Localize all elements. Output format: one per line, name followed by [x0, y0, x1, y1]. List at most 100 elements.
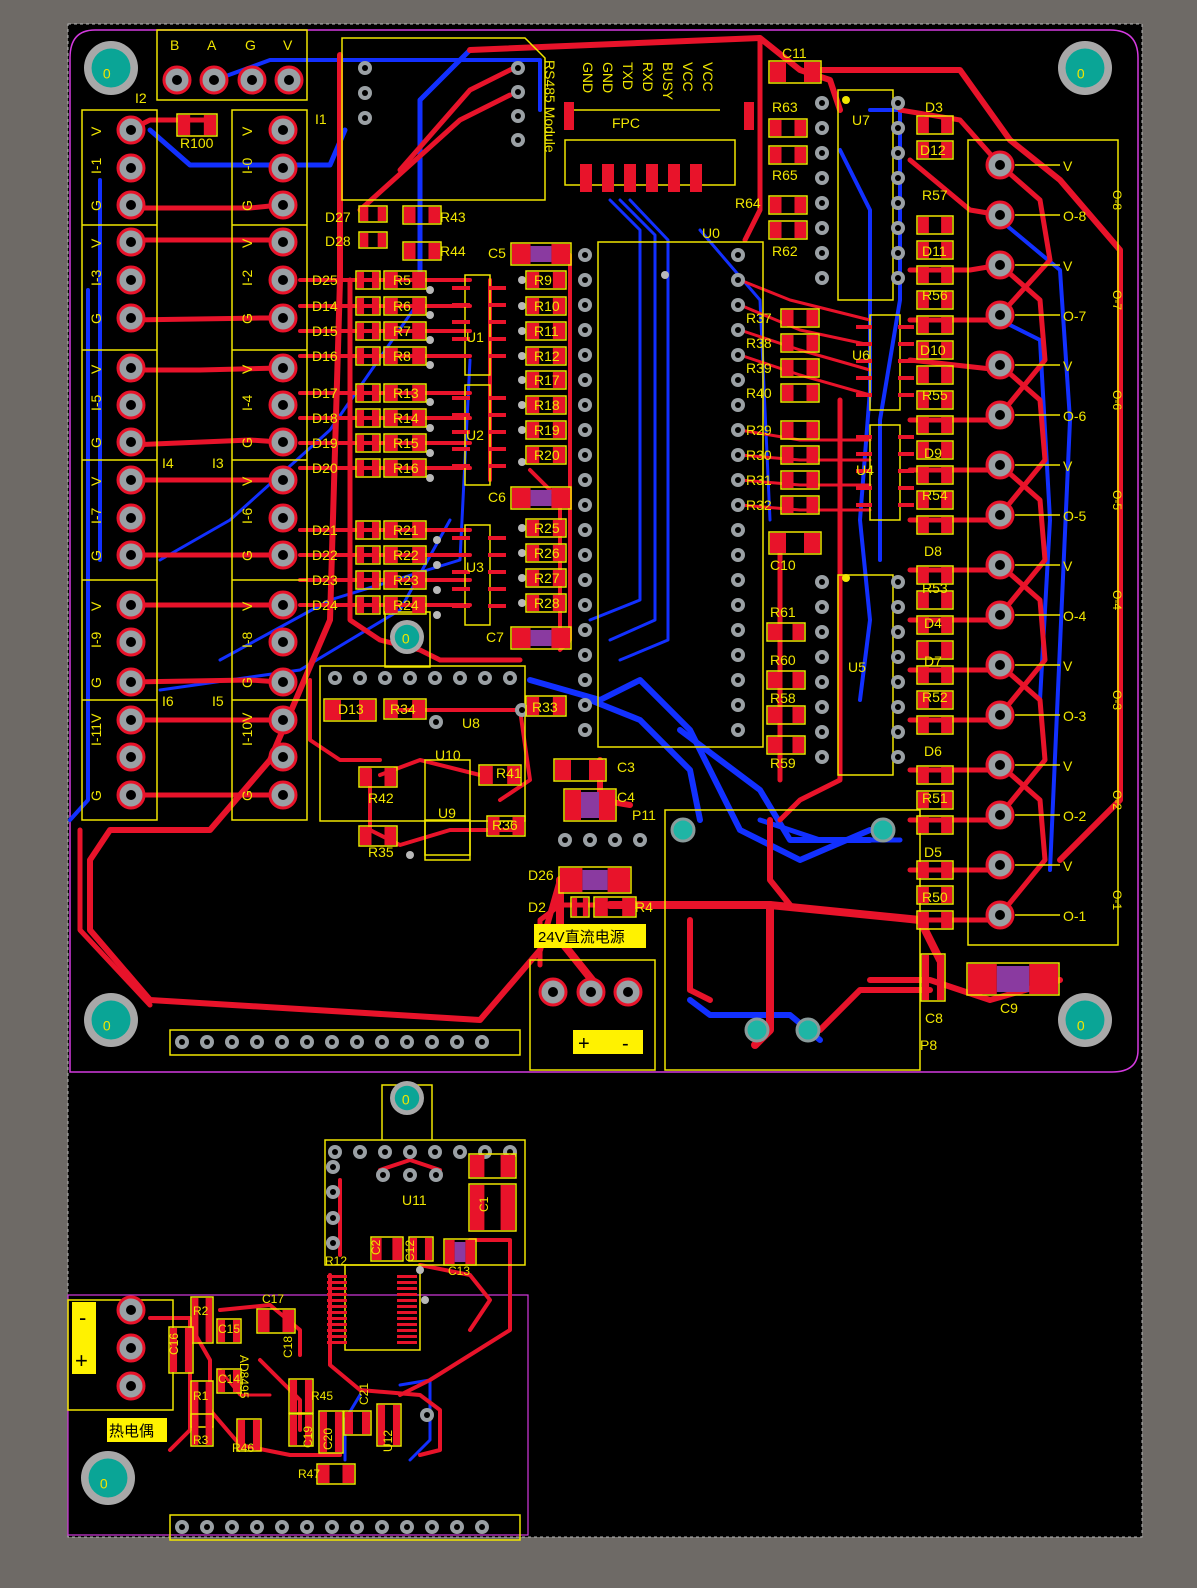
out-part-pad-b	[941, 142, 952, 158]
out-part-pad-a	[918, 667, 929, 683]
bottom-header-pin-drill	[254, 1524, 260, 1530]
input-screw-right-hole	[278, 275, 288, 285]
diode-pad-b	[371, 522, 379, 538]
ic-lead	[397, 1341, 417, 1344]
thermocouple-screw-hole	[126, 1305, 136, 1315]
mcu-pin-right-drill	[735, 577, 741, 583]
mount-hole	[88, 1458, 128, 1498]
resistor-outline	[766, 670, 806, 690]
c1-pad-a	[470, 1185, 485, 1230]
out-part-pad-b	[941, 442, 952, 458]
u4-lead	[856, 435, 872, 439]
input-label-right: G	[239, 550, 255, 561]
resistor-outline	[383, 520, 427, 540]
mount-hole	[394, 624, 420, 650]
mcu-pin-left-drill	[582, 602, 588, 608]
module-pin-label: VCC	[680, 62, 696, 92]
diode-pad-a	[357, 348, 365, 364]
part-ref: D13	[338, 701, 364, 717]
part-ref: R100	[180, 135, 214, 151]
resistor-ref: R13	[393, 385, 419, 401]
large-pad	[670, 817, 696, 843]
bottom-header-pin-drill	[229, 1039, 235, 1045]
d27-outline	[358, 205, 388, 223]
resistor-pad-b	[552, 422, 565, 438]
mcu-pin-right-drill	[735, 302, 741, 308]
mcu-pin-left-drill	[582, 427, 588, 433]
mount-hole	[91, 48, 131, 88]
input-label-right: I-8	[239, 631, 255, 648]
d26-pad-b	[607, 868, 630, 892]
diode-ref: D16	[312, 348, 338, 364]
part-ref: C15	[218, 1322, 240, 1336]
r41-pad-b	[507, 766, 520, 784]
part-ref: R46	[232, 1441, 254, 1455]
c1-outline	[468, 1183, 517, 1232]
resistor-pad-a	[385, 298, 398, 314]
input-screw-left-hole	[126, 400, 136, 410]
label-p11: P11	[632, 807, 656, 823]
resistor-pad-b	[792, 624, 804, 640]
resistor-pad-a	[385, 272, 398, 288]
r35-pad-a	[360, 827, 372, 845]
part-ref: R35	[368, 844, 394, 860]
resistor-ref: R18	[534, 397, 560, 413]
r41-outline	[478, 764, 522, 786]
part-ref: C20	[321, 1428, 335, 1450]
resistor-ref: R21	[393, 522, 419, 538]
u5-pin-left-drill	[819, 629, 825, 635]
fpc-pad	[580, 164, 592, 192]
input-screw-left-hole	[126, 363, 136, 373]
output-group-label: O-4	[1110, 590, 1124, 610]
r44-outline	[402, 241, 442, 261]
input-label-right: V	[239, 601, 255, 611]
u6-lead	[898, 342, 914, 346]
rs485-pin-drill	[515, 65, 521, 71]
resistor-outline	[383, 433, 427, 453]
mcu-pin-left-drill	[582, 627, 588, 633]
c8-pad-a	[922, 955, 930, 1000]
u2-lead	[452, 396, 470, 400]
part-ref: R2	[193, 1304, 209, 1318]
c3-pad-a	[555, 760, 571, 780]
r46-outline	[236, 1418, 262, 1452]
input-label-right: G	[239, 790, 255, 801]
r47-outline	[316, 1463, 356, 1485]
rs485-pin-left-drill	[362, 115, 368, 121]
small-via	[426, 336, 434, 344]
u11-pin-drill	[433, 1172, 439, 1178]
resistor-pad-b	[794, 120, 806, 136]
via-drill	[519, 707, 525, 713]
small-via	[518, 549, 526, 557]
part-ref: R36	[492, 817, 518, 833]
mcu-pin-right-drill	[735, 602, 741, 608]
out-part-outline	[916, 490, 954, 510]
module-pin-label: TXD	[620, 62, 636, 90]
resistor-ref: R10	[534, 298, 560, 314]
output-screw-hole	[995, 560, 1005, 570]
bottom-header-pin-drill	[404, 1039, 410, 1045]
bottom-header-pin-drill	[204, 1039, 210, 1045]
power-label-bg	[534, 924, 646, 948]
diode-pad-b	[371, 435, 379, 451]
output-screw-hole	[995, 610, 1005, 620]
d2-pad-b	[582, 898, 588, 916]
part-ref: D27	[325, 209, 351, 225]
part-ref: R43	[440, 209, 466, 225]
r43-pad-a	[404, 207, 416, 223]
rs485-pin-left-drill	[362, 65, 368, 71]
resistor-pad-a	[385, 348, 398, 364]
part-ref: R4	[635, 899, 653, 915]
resistor-ref: R25	[534, 520, 560, 536]
r3-outline	[190, 1413, 214, 1447]
resistor-outline	[525, 296, 567, 316]
output-label: V	[1063, 858, 1073, 874]
u7-pin-left-drill	[819, 175, 825, 181]
c11-pad-b	[804, 62, 820, 82]
ic-lead	[397, 1323, 417, 1326]
out-part-pad-b	[941, 317, 952, 333]
resistor-outline	[383, 321, 427, 341]
mcu-pin-right-drill	[735, 402, 741, 408]
r44-pad-b	[428, 243, 440, 259]
resistor-outline	[780, 445, 820, 465]
